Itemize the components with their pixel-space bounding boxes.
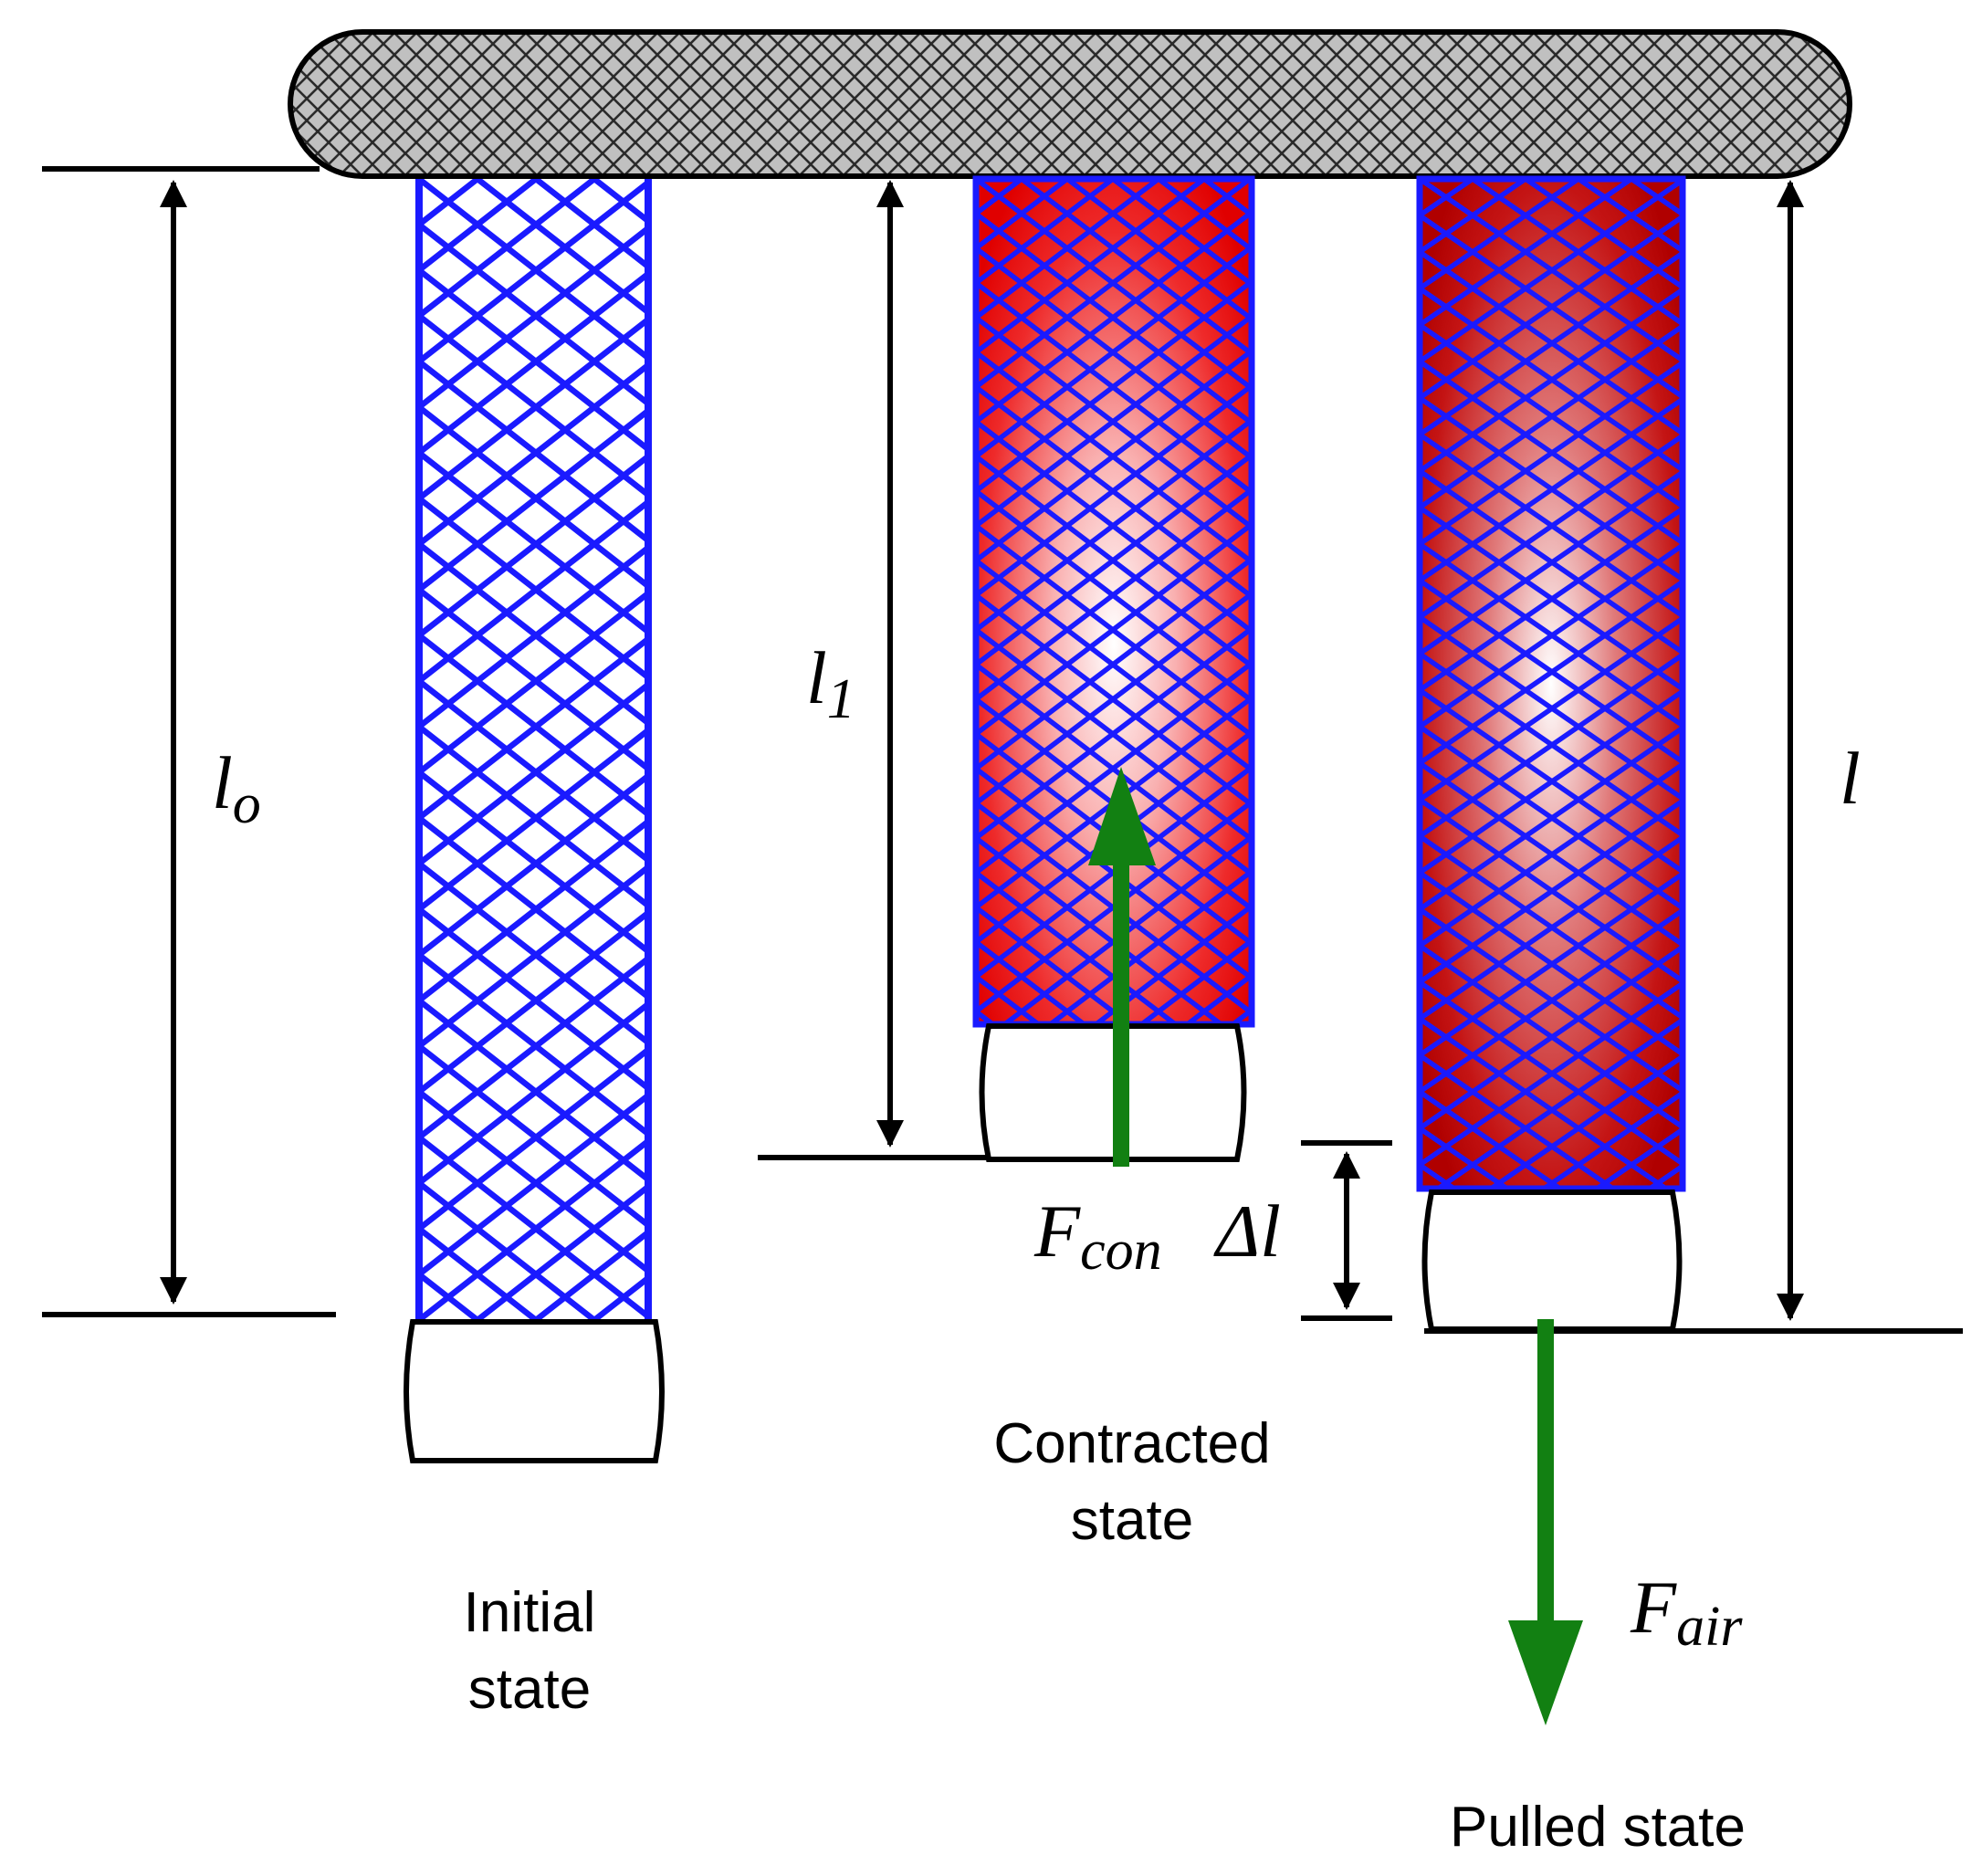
symbol-f-air: Fair <box>1630 1566 1743 1658</box>
initial-state-caption: Initial state <box>347 1575 712 1728</box>
symbol-l: l <box>1840 737 1861 820</box>
contracted-caption-line-1: Contracted <box>993 1412 1271 1475</box>
initial-caption-line-1: Initial <box>463 1581 596 1644</box>
pulled-end-cap <box>1421 1190 1683 1332</box>
symbol-l1: l1 <box>806 636 855 730</box>
contracted-state-caption: Contracted state <box>940 1406 1324 1559</box>
f-con-force-arrow <box>1088 767 1156 1167</box>
symbol-f-con: Fcon <box>1033 1190 1162 1282</box>
symbol-l0: lo <box>212 741 261 835</box>
pulled-caption-line-1: Pulled state <box>1450 1796 1746 1859</box>
initial-state-muscle <box>415 179 652 1320</box>
f-air-force-arrow <box>1508 1319 1583 1725</box>
symbol-delta-l: Δl <box>1213 1190 1281 1273</box>
initial-caption-line-2: state <box>467 1658 592 1721</box>
pulled-state-muscle <box>1416 175 1686 1192</box>
pulled-state-caption: Pulled state <box>1369 1789 1826 1866</box>
initial-end-cap <box>404 1319 665 1463</box>
contracted-caption-line-2: state <box>1070 1489 1194 1552</box>
top-support-bar <box>288 29 1852 179</box>
